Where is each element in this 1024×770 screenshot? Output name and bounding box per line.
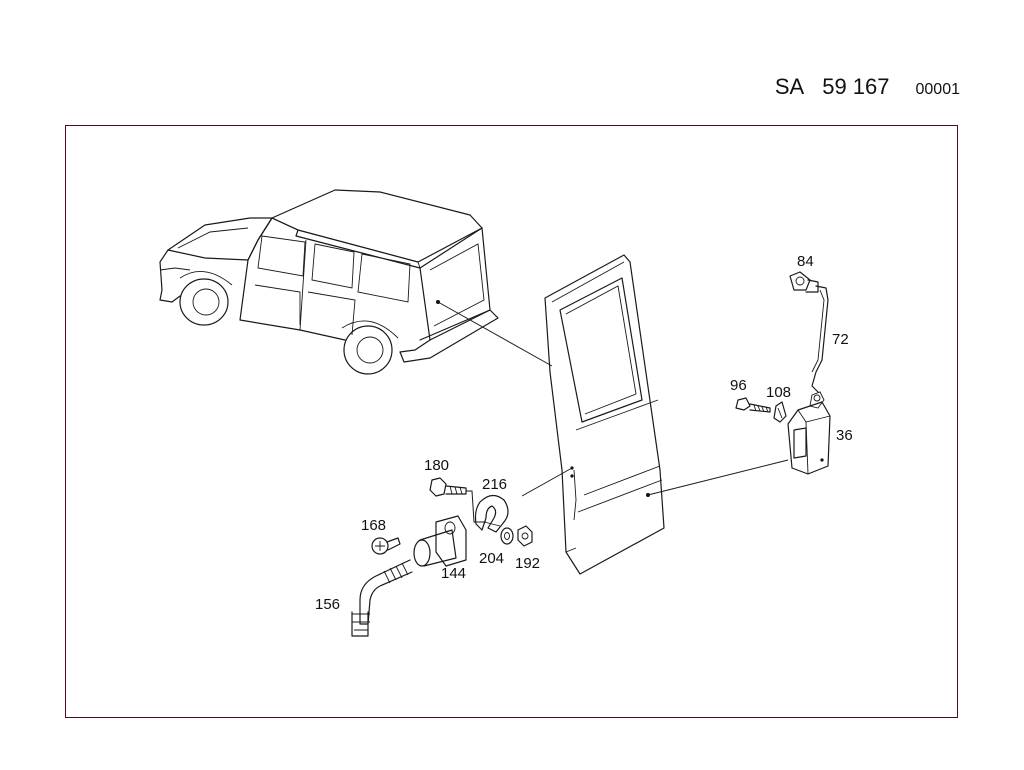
part-84-clip [789, 271, 819, 293]
diagram-sheet-number: 00001 [915, 81, 961, 98]
label-part-180: 180 [424, 457, 449, 474]
diagram-frame [65, 125, 958, 718]
vehicle-illustration [159, 189, 499, 375]
label-part-156: 156 [315, 596, 340, 613]
label-part-84: 84 [797, 253, 814, 270]
diagram-group-number: 59 167 [822, 74, 890, 99]
part-156-hose [351, 559, 413, 637]
part-96-screw [735, 397, 771, 413]
label-part-72: 72 [832, 331, 849, 348]
part-72-rod [811, 285, 829, 393]
part-144-filler-housing [413, 515, 467, 567]
label-part-108: 108 [766, 384, 791, 401]
diagram-prefix: SA [774, 74, 805, 99]
label-part-192: 192 [515, 555, 540, 572]
part-36-lock [787, 391, 831, 475]
label-part-216: 216 [482, 476, 507, 493]
part-192-nut [517, 525, 533, 547]
label-part-96: 96 [730, 377, 747, 394]
part-108-clip [773, 401, 787, 423]
label-part-168: 168 [361, 517, 386, 534]
part-168-screw [371, 537, 401, 555]
label-part-204: 204 [479, 550, 504, 567]
label-part-36: 36 [836, 427, 853, 444]
part-216-bracket [474, 494, 509, 533]
label-part-144: 144 [441, 565, 466, 582]
part-180-bolt [429, 477, 486, 523]
part-204-washer [500, 527, 514, 545]
diagram-header: SA 59 167 00001 [775, 74, 960, 100]
rear-door [544, 254, 665, 575]
